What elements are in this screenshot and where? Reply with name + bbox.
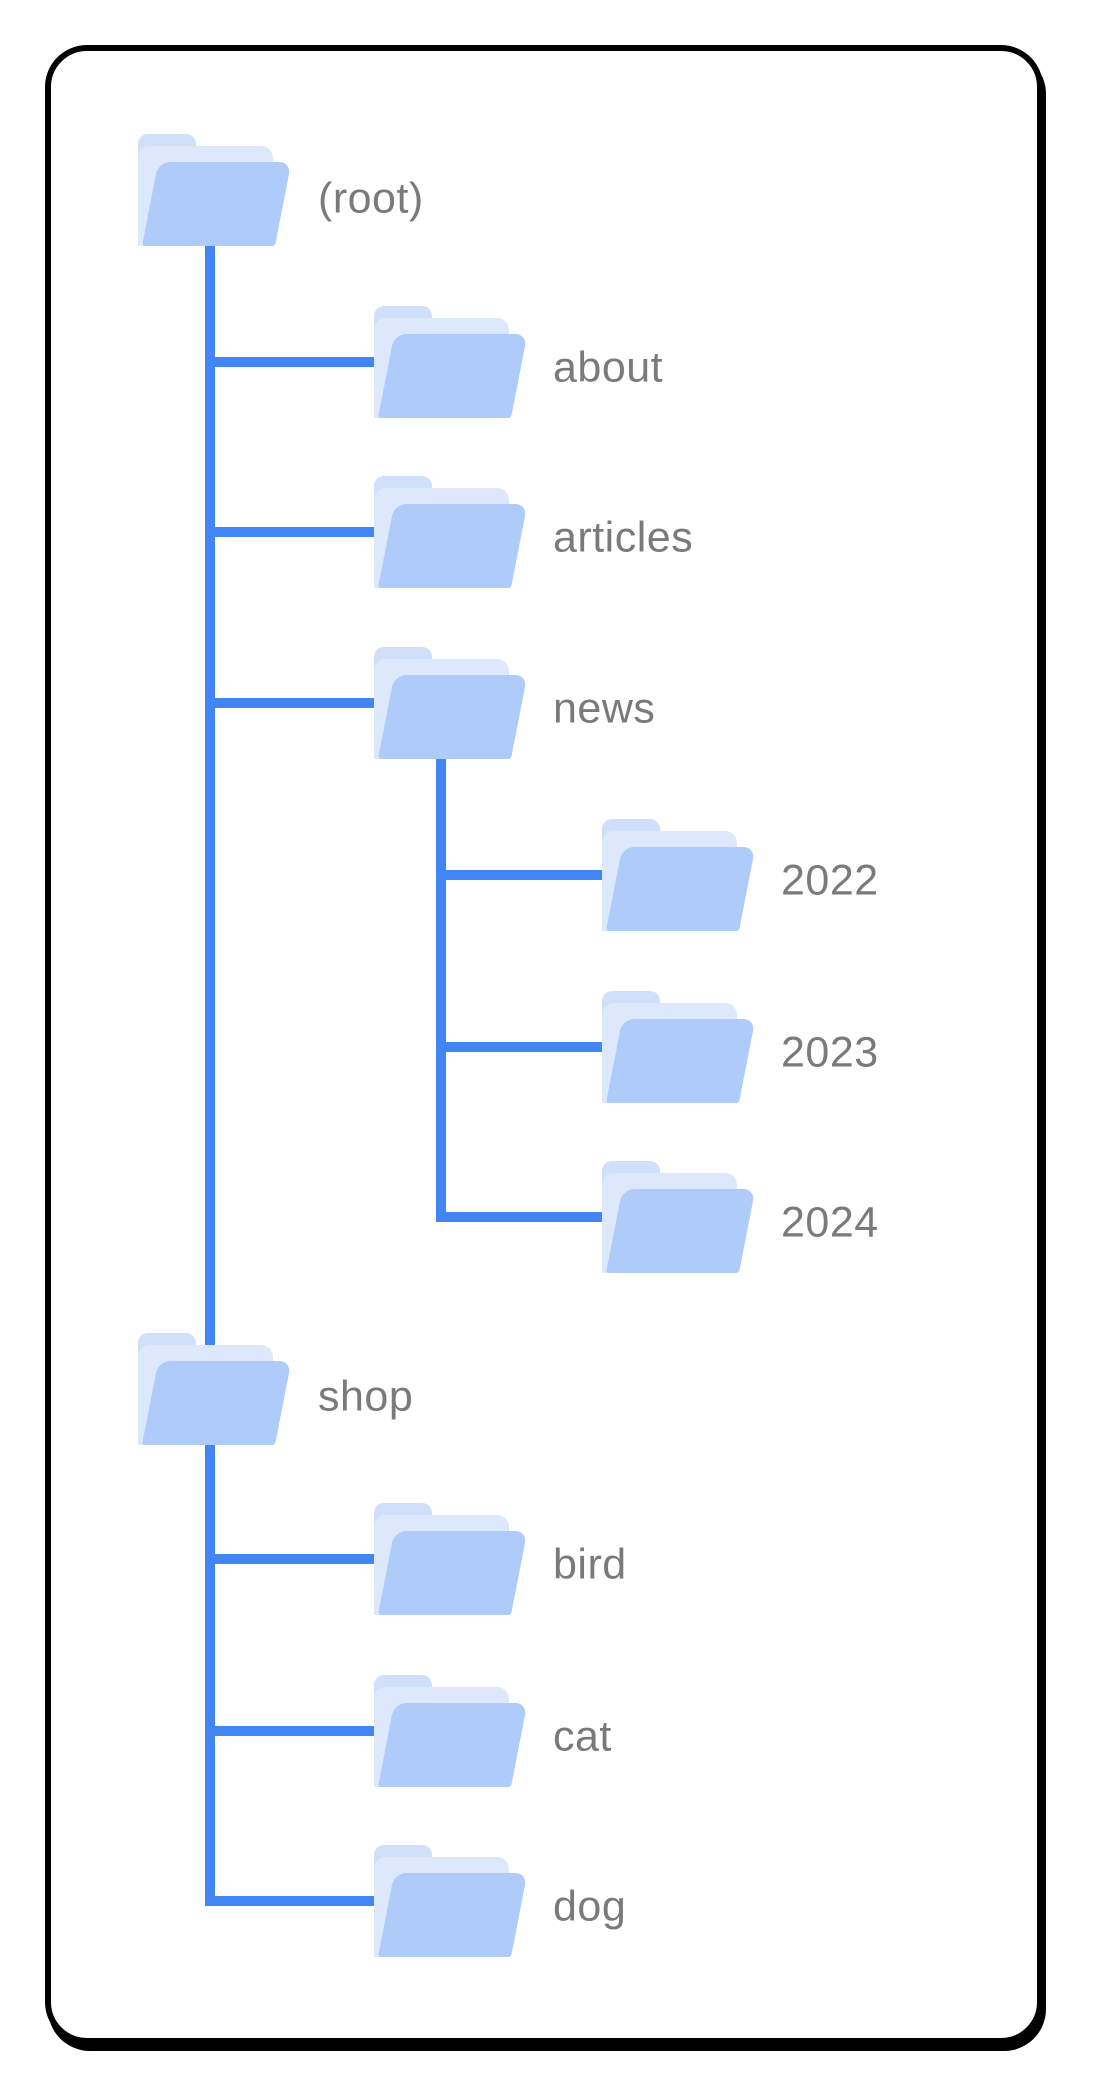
- folder-icon-2022: [602, 819, 756, 931]
- node-label-shop: shop: [318, 1372, 414, 1421]
- node-label-dog: dog: [553, 1882, 627, 1931]
- folder-icon-shop: [138, 1333, 292, 1445]
- connector-branch-dog: [210, 1896, 380, 1906]
- node-label-about: about: [553, 343, 664, 392]
- folder-icon-cat: [374, 1675, 528, 1787]
- connector-branch-articles: [210, 527, 380, 537]
- folder-icon-news: [374, 647, 528, 759]
- folder-icon-articles: [374, 476, 528, 588]
- connector-root-trunk: [205, 200, 215, 1906]
- node-label-2023: 2023: [781, 1028, 879, 1077]
- folder-front: [142, 1361, 292, 1445]
- connector-news-trunk: [436, 700, 446, 1222]
- folder-icon-2024: [602, 1161, 756, 1273]
- connector-branch-cat: [210, 1726, 380, 1736]
- folder-front: [606, 847, 756, 931]
- node-label-news: news: [553, 684, 656, 733]
- node-label-2022: 2022: [781, 856, 879, 905]
- folder-front: [378, 504, 528, 588]
- connector-branch-about: [210, 357, 380, 367]
- connector-branch-2022: [441, 870, 610, 880]
- node-label-2024: 2024: [781, 1198, 879, 1247]
- connector-branch-2024: [441, 1212, 610, 1222]
- folder-front: [142, 162, 292, 246]
- connector-branch-2023: [441, 1042, 610, 1052]
- node-label-articles: articles: [553, 513, 694, 562]
- node-label-root: (root): [318, 174, 424, 223]
- node-label-cat: cat: [553, 1712, 612, 1761]
- folder-icon-root: [138, 134, 292, 246]
- node-label-bird: bird: [553, 1540, 627, 1589]
- folder-icon-bird: [374, 1503, 528, 1615]
- connector-branch-news: [210, 698, 380, 708]
- folder-front: [378, 334, 528, 418]
- folder-front: [606, 1019, 756, 1103]
- connector-branch-bird: [210, 1554, 380, 1564]
- folder-icon-dog: [374, 1845, 528, 1957]
- folder-icon-2023: [602, 991, 756, 1103]
- folder-front: [378, 675, 528, 759]
- folder-front: [378, 1531, 528, 1615]
- folder-front: [378, 1703, 528, 1787]
- folder-front: [606, 1189, 756, 1273]
- folder-icon-about: [374, 306, 528, 418]
- folder-front: [378, 1873, 528, 1957]
